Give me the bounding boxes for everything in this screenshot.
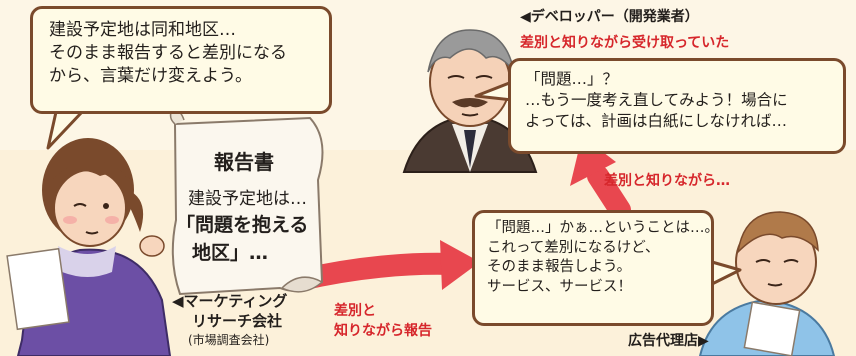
report-paper [169, 108, 324, 296]
arrow-label-marketing-to-agency: 差別と [334, 303, 376, 319]
report-line: 「問題を抱える [176, 214, 309, 236]
ad-agency-figure [698, 211, 836, 356]
marketing-speech-bubble: 建設予定地は同和地区… そのまま報告すると差別になる から、言葉だけ変えよう。 [30, 6, 332, 114]
marketing-bubble-line: そのまま報告すると差別になる [49, 42, 287, 63]
agency-label: 広告代理店▶ [628, 333, 709, 349]
developer-note: 差別と知りながら受け取っていた [520, 35, 730, 51]
agency-bubble-line: サービス、サービス！ [487, 278, 632, 295]
marketing-company-name: ◀マーケティング [172, 292, 288, 310]
report-line: 建設予定地は… [188, 189, 307, 209]
developer-figure [402, 29, 538, 173]
arrow-label-marketing-to-agency: 知りながら報告 [334, 323, 432, 339]
agency-bubble-line: 「問題…」かぁ…ということは…。 [487, 220, 719, 236]
agency-speech-bubble: 「問題…」かぁ…ということは…。 これって差別になるけど、 そのまま報告しよう。… [472, 210, 719, 326]
agency-bubble-line: これって差別になるけど、 [487, 239, 660, 256]
arrow-label-agency-to-developer: 差別と知りながら… [604, 173, 730, 189]
report-title: 報告書 [214, 150, 274, 174]
developer-bubble-line: …もう一度考え直してみよう！場合に [525, 90, 788, 109]
developer-label: ◀デベロッパー（開発業者） [520, 9, 699, 25]
marketing-company-note: (市場調査会社) [188, 333, 270, 347]
developer-bubble-line: よっては、計画は白紙にしなければ… [525, 111, 787, 130]
agency-bubble-line: そのまま報告しよう。 [487, 259, 632, 276]
developer-bubble-line: 「問題…」？ [525, 70, 619, 88]
marketing-bubble-line: 建設予定地は同和地区… [49, 20, 236, 40]
marketing-researcher-figure [6, 138, 172, 356]
marketing-company-name: リサーチ会社 [192, 312, 283, 330]
marketing-bubble-line: から、言葉だけ変えよう。 [49, 65, 252, 86]
developer-speech-bubble: 「問題…」？ …もう一度考え直してみよう！場合に よっては、計画は白紙にしなけれ… [508, 58, 846, 154]
report-line: 地区」… [192, 242, 269, 264]
